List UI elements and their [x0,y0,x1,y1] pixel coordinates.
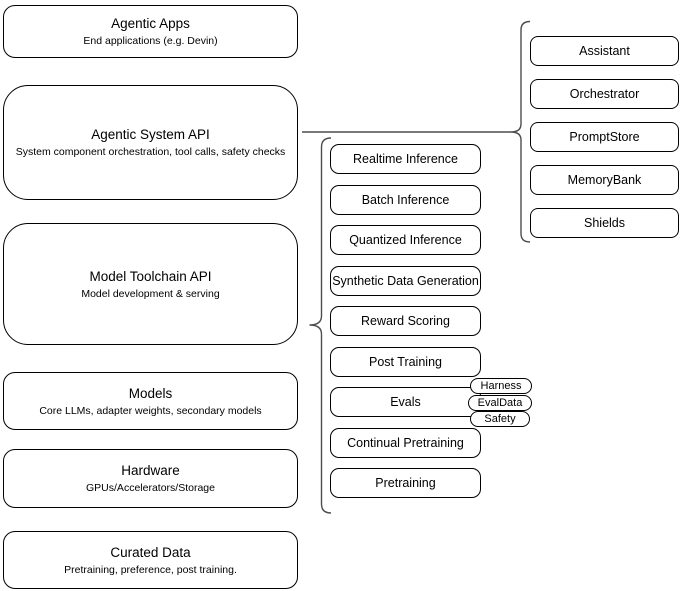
toolchain-box-post-training: Post Training [330,346,481,377]
box-label: Reward Scoring [361,314,450,328]
tag-label: EvalData [477,397,523,409]
box-subtitle: Core LLMs, adapter weights, secondary mo… [39,404,262,417]
toolchain-box-pretraining: Pretraining [330,468,481,498]
eval-tag-safety: Safety [470,411,530,427]
tag-label: Safety [484,413,516,425]
system-box-assistant: Assistant [530,36,679,66]
box-title: Agentic System API [91,127,210,142]
box-label: Realtime Inference [353,152,458,166]
box-subtitle: End applications (e.g. Devin) [83,35,218,47]
toolchain-box-reward-scoring: Reward Scoring [330,306,481,336]
box-label: Shields [584,216,625,230]
toolchain-box-quantized-inference: Quantized Inference [330,225,481,255]
box-label: Post Training [369,354,442,369]
box-label: Orchestrator [569,87,640,101]
system-box-orchestrator: Orchestrator [530,79,679,109]
system-box-memorybank: MemoryBank [530,165,679,195]
box-subtitle: Model development & serving [81,287,220,300]
system-box-shields: Shields [530,208,679,238]
box-label: Synthetic Data Generation [332,273,479,288]
box-label: Batch Inference [361,192,450,207]
box-label: MemoryBank [567,173,642,187]
box-label: PromptStore [569,130,640,144]
box-models: Models Core LLMs, adapter weights, secon… [3,372,298,430]
toolchain-box-batch-inference: Batch Inference [330,184,481,215]
box-subtitle: GPUs/Accelerators/Storage [86,482,215,494]
box-agentic-apps: Agentic Apps End applications (e.g. Devi… [3,5,298,58]
box-title: Models [128,385,173,401]
box-subtitle: Pretraining, preference, post training. [64,563,237,576]
box-model-toolchain-api: Model Toolchain API Model development & … [3,223,298,345]
box-title: Agentic Apps [111,16,190,31]
eval-tag-harness: Harness [470,378,532,394]
box-label: Evals [390,395,421,409]
toolchain-box-synthetic-data-generation: Synthetic Data Generation [330,265,481,296]
box-agentic-system-api: Agentic System API System component orch… [3,85,298,200]
toolchain-box-evals: Evals [330,387,481,417]
box-title: Curated Data [110,544,191,560]
box-hardware: Hardware GPUs/Accelerators/Storage [3,449,298,508]
tag-label: Harness [480,380,522,392]
eval-tag-evaldata: EvalData [468,395,532,411]
system-components-brace [510,20,531,243]
box-subtitle: System component orchestration, tool cal… [15,146,286,158]
box-title: Hardware [121,463,180,478]
box-label: Pretraining [375,476,436,490]
box-label: Continual Pretraining [347,436,464,450]
toolchain-box-realtime-inference: Realtime Inference [330,144,481,174]
system-box-promptstore: PromptStore [530,122,679,152]
box-curated-data: Curated Data Pretraining, preference, po… [3,531,298,589]
box-label: Quantized Inference [349,233,462,247]
toolchain-box-continual-pretraining: Continual Pretraining [330,428,481,458]
toolchain-brace [309,137,332,514]
box-title: Model Toolchain API [89,268,212,284]
box-label: Assistant [579,44,630,58]
